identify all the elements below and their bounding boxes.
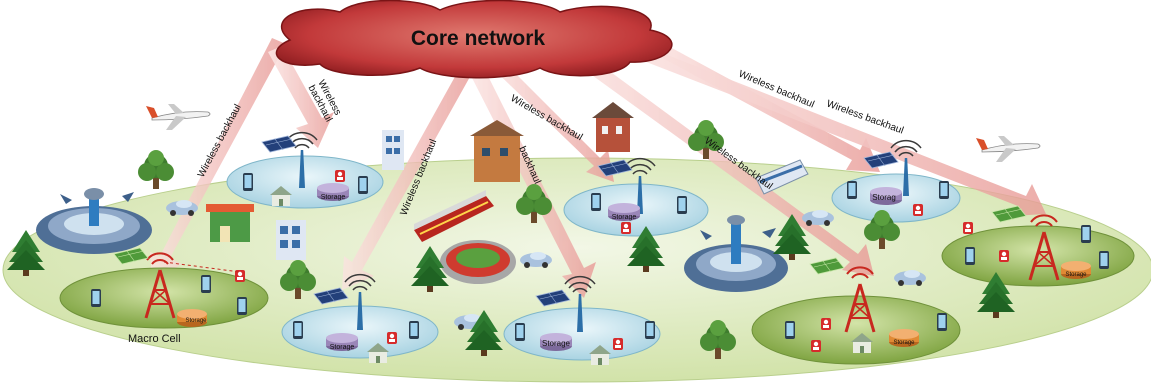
phone-icon: [1099, 251, 1109, 269]
person-icon: [913, 204, 923, 216]
person-icon: [811, 340, 821, 352]
backhaul-arrow-macro-right: [600, 30, 1046, 216]
airport-tower-icon: [36, 188, 152, 254]
storage-label: Storage: [321, 194, 346, 201]
macro-cell-label: Macro Cell: [128, 333, 181, 345]
phone-icon: [591, 193, 601, 211]
person-icon: [963, 222, 973, 234]
person-icon: [387, 332, 397, 344]
phone-icon: [1081, 225, 1091, 243]
building-icon: [382, 130, 404, 170]
person-icon: [621, 222, 631, 234]
phone-icon: [677, 196, 687, 214]
airplane-icon: [975, 135, 1041, 163]
person-icon: [821, 318, 831, 330]
storage-label: Storage: [542, 339, 571, 348]
stadium-icon: [440, 240, 516, 284]
phone-icon: [645, 321, 655, 339]
phone-icon: [358, 176, 368, 194]
phone-icon: [293, 321, 303, 339]
bus-icon: [755, 159, 809, 195]
phone-icon: [91, 289, 101, 307]
tree-icon: [138, 150, 174, 189]
storage-label: Storage: [330, 344, 355, 351]
building-icon: [206, 204, 254, 242]
person-icon: [613, 338, 623, 350]
core-network-cloud: Core network: [275, 0, 673, 79]
small-cell-4: Storage: [503, 275, 661, 365]
backhaul-arrow-cell-1: [268, 46, 334, 148]
backhaul-arrow-cell-3: [342, 64, 476, 290]
airplane-icon: [145, 103, 211, 131]
phone-icon: [201, 275, 211, 293]
building-icon: [276, 220, 306, 260]
phone-icon: [243, 173, 253, 191]
backhaul-arrow-macro-mid: [560, 42, 874, 276]
small-cell-2: Storage: [563, 157, 709, 237]
train-icon: [414, 190, 494, 242]
phone-icon: [847, 181, 857, 199]
small-cell-1: Storage: [226, 131, 384, 209]
small-cell-3: Storage: [281, 273, 439, 363]
phone-icon: [785, 321, 795, 339]
macro-cell-right: Storage: [941, 205, 1135, 287]
storage-label: Storage: [1065, 272, 1087, 278]
phone-icon: [939, 181, 949, 199]
phone-icon: [965, 247, 975, 265]
storage-label: Storage: [893, 340, 915, 346]
phone-icon: [237, 297, 247, 315]
storage-label: Storag: [872, 193, 896, 202]
small-cell-5: Storag: [831, 139, 961, 223]
macro-cell-left: Storage: [59, 247, 269, 329]
macro-cell-mid: Storage: [751, 257, 961, 365]
storage-label: Storage: [185, 318, 207, 324]
building-icon: [470, 120, 524, 182]
person-icon: [999, 250, 1009, 262]
person-icon: [335, 170, 345, 182]
phone-icon: [937, 313, 947, 331]
phone-icon: [515, 323, 525, 341]
backhaul-arrow-cell-2: [484, 48, 614, 182]
storage-label: Storage: [612, 214, 637, 221]
phone-icon: [409, 321, 419, 339]
airport-tower-icon: [684, 215, 788, 292]
backhaul-arrow-macro-left: [150, 38, 286, 282]
core-network-label: Core network: [411, 27, 546, 50]
building-icon: [592, 102, 634, 152]
solar-panel-icon: [261, 135, 297, 153]
